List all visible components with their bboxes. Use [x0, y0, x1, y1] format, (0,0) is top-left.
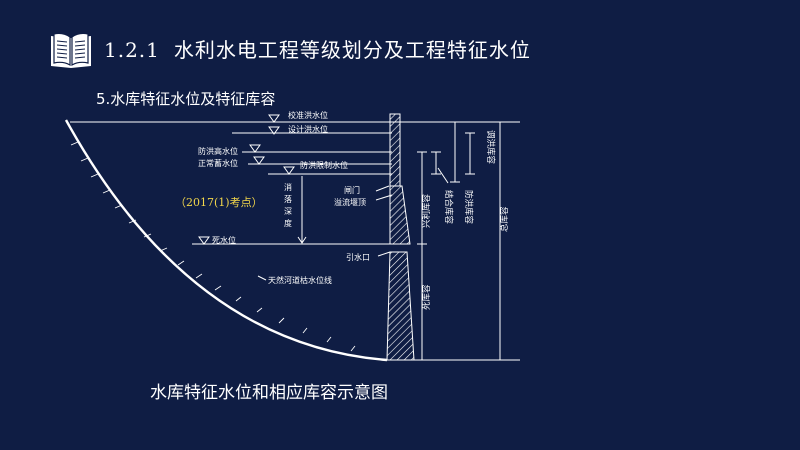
label-dry-level: 天然河道枯水位线	[268, 275, 332, 285]
joint-use-leader	[437, 167, 449, 184]
label-spillway-crest: 溢流堰顶	[334, 197, 366, 207]
gate-leader	[375, 185, 390, 192]
drawdown-char-2: 落	[284, 194, 292, 204]
level-marker-design	[268, 126, 280, 135]
label-total-capacity: 总库容	[499, 206, 510, 232]
label-dead-level: 死水位	[212, 235, 236, 245]
level-marker-dead	[198, 236, 210, 245]
intake-leader	[377, 251, 391, 257]
level-marker-normal	[253, 156, 265, 165]
page-title: 1.2.1 水利水电工程等级划分及工程特征水位	[104, 34, 531, 63]
dry-level-leader	[257, 275, 267, 281]
label-gate: 闸门	[344, 185, 360, 195]
dead-capacity-bracket	[417, 244, 427, 361]
drawdown-char-4: 度	[284, 218, 292, 228]
label-joint-use: 结合库容	[443, 190, 454, 225]
reservoir-bank	[64, 119, 388, 362]
diagram-caption: 水库特征水位和相应库容示意图	[150, 383, 388, 403]
joint-use-bracket	[431, 151, 441, 175]
level-marker-limit	[283, 166, 295, 175]
drawdown-arrow	[297, 176, 307, 244]
label-normal-pool: 正常蓄水位	[198, 158, 238, 168]
total-capacity-bracket	[495, 121, 505, 361]
flood-control-bracket	[465, 132, 475, 175]
level-marker-flood-high	[249, 144, 261, 153]
subtitle: 5.水库特征水位及特征库容	[96, 90, 276, 108]
label-intake: 引水口	[346, 252, 370, 262]
bank-hatching	[70, 141, 356, 352]
label-flood-regulation: 调洪库容	[485, 130, 496, 165]
drawdown-char-1: 消	[284, 182, 292, 192]
dam-body-upper	[389, 185, 411, 245]
dam-body-lower	[386, 251, 415, 361]
book-icon	[51, 32, 91, 68]
label-check-flood: 校准洪水位	[288, 110, 328, 120]
label-flood-limit: 防洪限制水位	[300, 160, 348, 170]
spillway-leader	[375, 194, 393, 201]
label-flood-high: 防洪高水位	[198, 146, 238, 156]
reservoir-diagram: 校准洪水位 设计洪水位 防洪高水位 正常蓄水位 防洪限制水位 死水位 闸门 溢流…	[64, 110, 520, 362]
label-design-flood: 设计洪水位	[288, 124, 328, 134]
label-flood-control: 防洪库容	[463, 190, 474, 225]
label-dead-capacity: 死库容	[421, 284, 432, 310]
level-marker-check	[268, 114, 280, 123]
section-number: 1.2.1	[104, 38, 160, 62]
label-beneficial: 兴利库容	[421, 193, 432, 228]
exam-note: （2017(1)考点）	[175, 196, 263, 209]
dam-crest-tower	[389, 113, 401, 187]
section-title: 水利水电工程等级划分及工程特征水位	[173, 38, 531, 62]
drawdown-char-3: 深	[284, 207, 292, 216]
flood-regulation-bracket	[450, 121, 460, 183]
